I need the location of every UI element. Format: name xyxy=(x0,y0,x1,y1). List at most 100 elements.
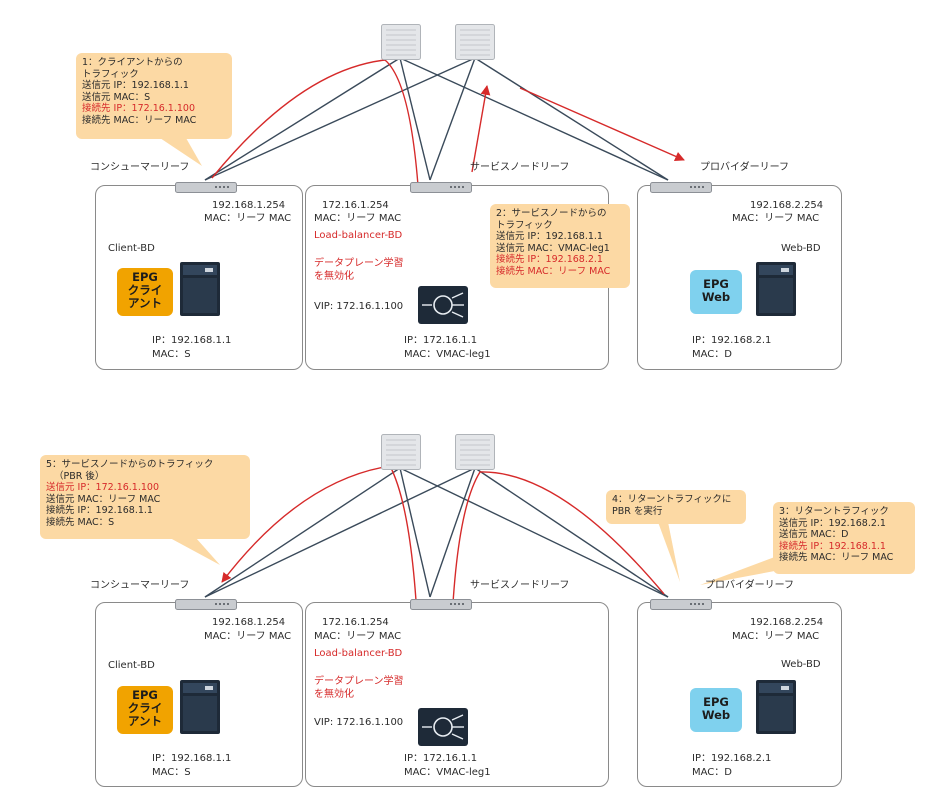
load-balancer-icon xyxy=(418,286,468,324)
spine-switch-icon xyxy=(381,24,421,60)
dp-learning-line1-b: データプレーン学習 xyxy=(314,676,404,687)
leaf-switch-icon xyxy=(410,599,472,610)
link-spine1-consumer-leaf-b xyxy=(204,467,401,598)
web-ip: IP：192.168.2.1 xyxy=(692,335,772,346)
web-bd-label-b: Web-BD xyxy=(781,659,821,670)
spine-switch-2-b xyxy=(455,434,495,474)
service-gw-ip: 172.16.1.254 xyxy=(322,200,389,211)
callout5-tail xyxy=(170,538,220,565)
web-gw-mac-b: MAC：リーフ MAC xyxy=(732,631,820,642)
dp-learning-line2: を無効化 xyxy=(314,271,354,282)
web-mac: MAC：D xyxy=(692,349,732,360)
client-bd-label-b: Client-BD xyxy=(108,660,155,671)
leaf-switch-icon xyxy=(175,182,237,193)
consumer-leaf xyxy=(175,178,237,197)
client-server xyxy=(180,262,220,320)
service-vip-b: VIP: 172.16.1.100 xyxy=(314,717,404,728)
service-mac: MAC：VMAC-leg1 xyxy=(404,349,491,360)
callout-3-return-traffic: 3：リターントラフィック 送信元 IP：192.168.2.1 送信元 MAC：… xyxy=(773,502,915,574)
traffic-spine-to-provider xyxy=(519,87,685,161)
service-bd-label: Load-balancer-BD xyxy=(314,230,403,241)
web-ip-b: IP：192.168.2.1 xyxy=(692,753,772,764)
callout1-tail xyxy=(160,138,202,166)
client-ip-b: IP：192.168.1.1 xyxy=(152,753,232,764)
provider-leaf-label-b: プロバイダーリーフ xyxy=(705,580,794,591)
callout-5-pbr-traffic: 5：サービスノードからのトラフィック （PBR 後） 送信元 IP：172.16… xyxy=(40,455,250,539)
client-mac-b: MAC：S xyxy=(152,767,191,778)
spine-switch-1 xyxy=(381,24,421,64)
leaf-switch-icon xyxy=(650,599,712,610)
client-gw-mac: MAC：リーフ MAC xyxy=(204,213,292,224)
dp-learning-line2-b: を無効化 xyxy=(314,689,354,700)
server-icon xyxy=(756,262,796,316)
link-spine1-service-leaf xyxy=(399,57,431,181)
web-gw-ip: 192.168.2.254 xyxy=(750,200,824,211)
load-balancer-b xyxy=(418,708,468,750)
web-mac-b: MAC：D xyxy=(692,767,732,778)
consumer-leaf-label-b: コンシューマーリーフ xyxy=(90,580,190,591)
service-node-leaf-b xyxy=(410,595,472,614)
service-ip-b: IP：172.16.1.1 xyxy=(404,753,478,764)
service-node-leaf xyxy=(410,178,472,197)
spine-switch-icon xyxy=(381,434,421,470)
server-icon xyxy=(756,680,796,734)
service-leaf-label-b: サービスノードリーフ xyxy=(470,580,570,591)
link-spine1-consumer-leaf xyxy=(204,57,401,181)
web-gw-ip-b: 192.168.2.254 xyxy=(750,617,824,628)
link-spine1-service-leaf-b xyxy=(399,467,431,598)
spine-switch-icon xyxy=(455,24,495,60)
dp-learning-line1: データプレーン学習 xyxy=(314,258,404,269)
provider-leaf xyxy=(650,178,712,197)
link-spine2-service-leaf-b xyxy=(429,467,476,598)
client-gw-ip: 192.168.1.254 xyxy=(212,200,286,211)
callout-1-client-traffic: 1：クライアントからの トラフィック 送信元 IP：192.168.1.1 送信… xyxy=(76,53,232,139)
link-spine2-consumer-leaf-b xyxy=(204,467,476,598)
callout-2-service-node-traffic: 2：サービスノードからの トラフィック 送信元 IP：192.168.1.1 送… xyxy=(490,204,630,288)
web-server xyxy=(756,262,796,320)
provider-leaf-b xyxy=(650,595,712,614)
link-spine2-provider-leaf xyxy=(474,57,669,181)
service-gw-mac-b: MAC：リーフ MAC xyxy=(314,631,402,642)
service-leaf-label: サービスノードリーフ xyxy=(470,162,570,173)
spine-switch-2 xyxy=(455,24,495,64)
spine-switch-1-b xyxy=(381,434,421,474)
link-spine2-provider-leaf-b xyxy=(474,467,669,598)
consumer-leaf-label: コンシューマーリーフ xyxy=(90,162,190,173)
consumer-leaf-b xyxy=(175,595,237,614)
client-server-b xyxy=(180,680,220,738)
leaf-switch-icon xyxy=(410,182,472,193)
client-gw-ip-b: 192.168.1.254 xyxy=(212,617,286,628)
service-gw-ip-b: 172.16.1.254 xyxy=(322,617,389,628)
link-spine1-provider-leaf xyxy=(399,57,669,181)
web-server-b xyxy=(756,680,796,738)
service-gw-mac: MAC：リーフ MAC xyxy=(314,213,402,224)
link-spine1-provider-leaf-b xyxy=(399,467,669,598)
service-bd-label-b: Load-balancer-BD xyxy=(314,648,403,659)
service-ip: IP：172.16.1.1 xyxy=(404,335,478,346)
provider-leaf-label: プロバイダーリーフ xyxy=(700,162,789,173)
client-gw-mac-b: MAC：リーフ MAC xyxy=(204,631,292,642)
web-gw-mac: MAC：リーフ MAC xyxy=(732,213,820,224)
callout4-tail xyxy=(658,522,680,582)
server-icon xyxy=(180,262,220,316)
load-balancer-icon xyxy=(418,708,468,746)
leaf-switch-icon xyxy=(175,599,237,610)
web-bd-label: Web-BD xyxy=(781,243,821,254)
callout-4-return-pbr: 4：リターントラフィックに PBR を実行 xyxy=(606,490,746,524)
server-icon xyxy=(180,680,220,734)
leaf-switch-icon xyxy=(650,182,712,193)
load-balancer xyxy=(418,286,468,328)
link-spine2-consumer-leaf xyxy=(204,57,476,181)
client-mac: MAC：S xyxy=(152,349,191,360)
service-mac-b: MAC：VMAC-leg1 xyxy=(404,767,491,778)
service-bd-box-b xyxy=(305,602,609,787)
client-bd-label: Client-BD xyxy=(108,243,155,254)
link-spine2-service-leaf xyxy=(429,57,476,181)
client-ip: IP：192.168.1.1 xyxy=(152,335,232,346)
callout3-tail xyxy=(700,555,780,585)
